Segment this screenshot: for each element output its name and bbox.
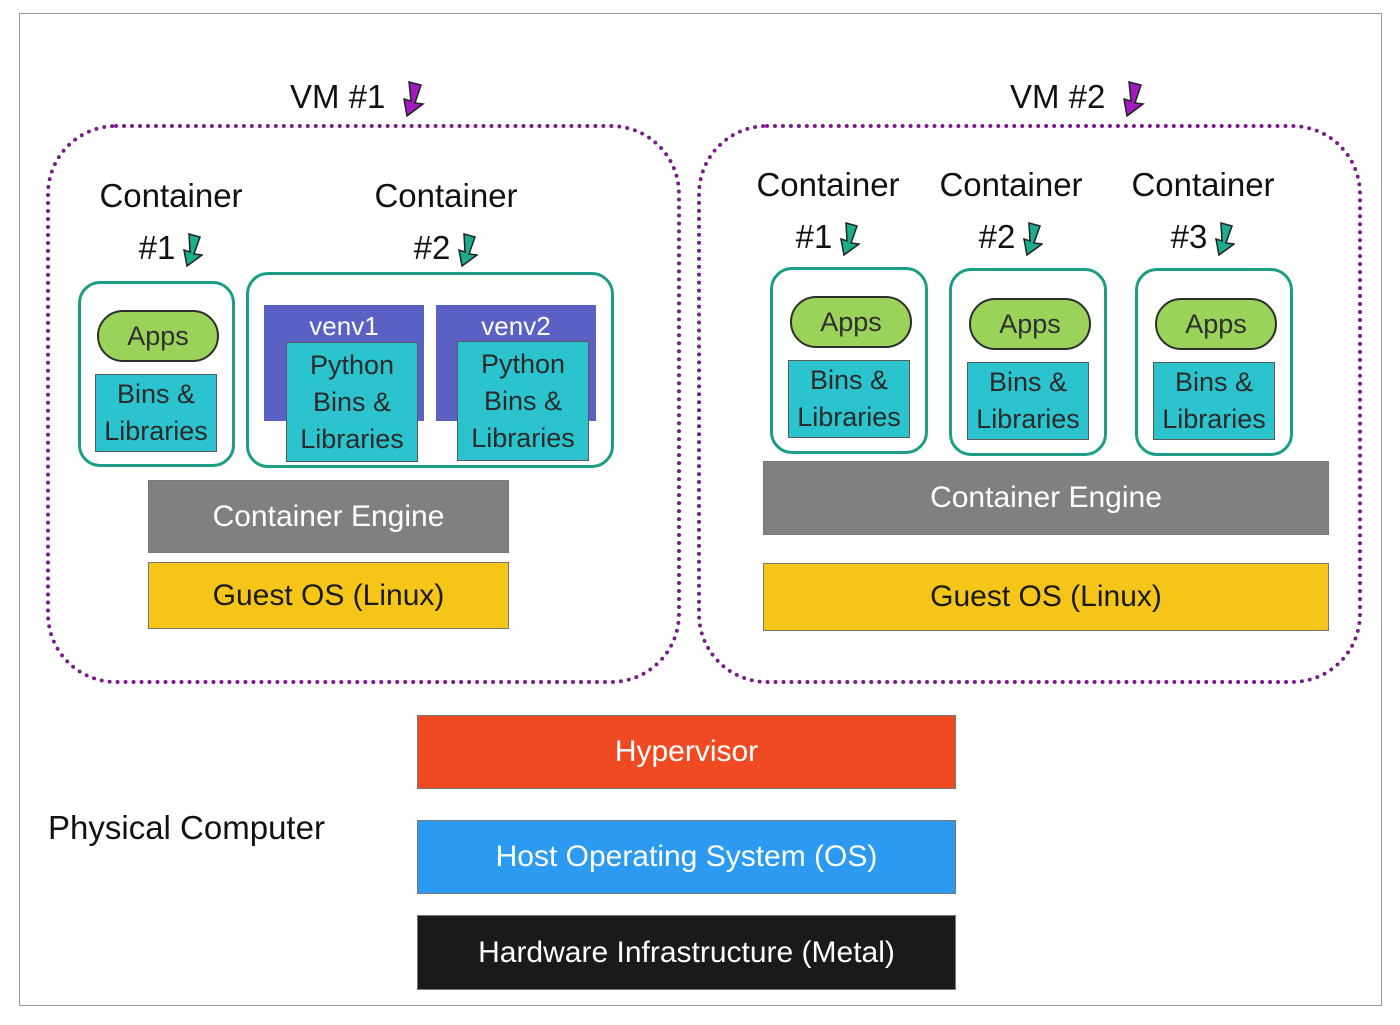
bins-line1: Bins &: [1174, 367, 1254, 397]
bins-line2: Libraries: [104, 416, 208, 446]
python-line3: Libraries: [300, 423, 404, 454]
vm1-container2-arrow-icon: [458, 233, 479, 268]
vm1-title: VM #1: [290, 78, 425, 118]
vm1-box: [46, 124, 681, 684]
vm2-c3-apps: Apps: [1155, 298, 1277, 350]
vm2-container3-word: Container: [1131, 166, 1275, 203]
vm2-container1-word: Container: [756, 166, 900, 203]
vm2-container2-num: #2: [978, 218, 1016, 255]
vm1-venv2-python-bins: Python Bins & Libraries: [457, 341, 589, 461]
vm2-container3-label: Container #3: [1117, 159, 1289, 263]
vm2-c1-apps: Apps: [790, 296, 912, 348]
diagram-frame: [19, 13, 1382, 1006]
physical-computer-label: Physical Computer: [48, 809, 325, 846]
vm2-container1-box: Apps Bins & Libraries: [770, 267, 928, 454]
python-line3: Libraries: [471, 422, 575, 453]
vm2-c3-bins-libraries: Bins & Libraries: [1153, 362, 1275, 440]
bins-line1: Bins &: [116, 379, 196, 409]
vm2-container3-box: Apps Bins & Libraries: [1135, 268, 1293, 456]
venv2-label: venv2: [481, 311, 551, 341]
vm1-container2-word: Container: [374, 177, 518, 214]
vm1-container-engine: Container Engine: [148, 480, 509, 553]
vm2-container1-num: #1: [795, 218, 833, 255]
vm2-c2-apps: Apps: [969, 298, 1091, 350]
hardware-layer: Hardware Infrastructure (Metal): [417, 915, 956, 990]
hypervisor-layer: Hypervisor: [417, 715, 956, 789]
vm2-container3-arrow-icon: [1215, 222, 1236, 257]
vm1-guest-os: Guest OS (Linux): [148, 562, 509, 629]
vm1-c1-apps: Apps: [97, 310, 219, 362]
python-line1: Python: [309, 349, 395, 380]
vm1-container2-label: Container #2: [360, 170, 532, 274]
vm2-container2-word: Container: [939, 166, 1083, 203]
python-line1: Python: [480, 348, 566, 379]
vm2-arrow-icon: [1122, 81, 1145, 118]
vm2-container3-num: #3: [1170, 218, 1208, 255]
python-line2: Bins &: [312, 386, 392, 417]
vm2-container-engine: Container Engine: [763, 461, 1329, 535]
vm1-container1-box: Apps Bins & Libraries: [78, 281, 235, 467]
vm2-guest-os: Guest OS (Linux): [763, 563, 1329, 631]
vm1-c1-bins-libraries: Bins & Libraries: [95, 374, 217, 452]
bins-line2: Libraries: [976, 404, 1080, 434]
vm2-c2-bins-libraries: Bins & Libraries: [967, 362, 1089, 440]
venv1-label: venv1: [309, 311, 379, 341]
bins-line1: Bins &: [809, 365, 889, 395]
bins-line2: Libraries: [797, 402, 901, 432]
vm1-venv1-python-bins: Python Bins & Libraries: [286, 342, 418, 462]
vm1-arrow-icon: [402, 81, 425, 118]
python-line2: Bins &: [483, 385, 563, 416]
vm1-container1-num: #1: [138, 229, 176, 266]
host-os-layer: Host Operating System (OS): [417, 820, 956, 894]
vm2-box: [697, 124, 1362, 684]
vm2-container2-label: Container #2: [925, 159, 1097, 263]
vm2-container2-arrow-icon: [1023, 222, 1044, 257]
vm1-container2-num: #2: [413, 229, 451, 266]
vm2-container1-arrow-icon: [840, 222, 861, 257]
bins-line2: Libraries: [1162, 404, 1266, 434]
vm2-container2-box: Apps Bins & Libraries: [949, 268, 1107, 456]
vm2-container1-label: Container #1: [742, 159, 914, 263]
vm2-title: VM #2: [1010, 78, 1145, 118]
vm2-c1-bins-libraries: Bins & Libraries: [788, 360, 910, 438]
vm1-container1-label: Container #1: [85, 170, 257, 274]
vm1-container1-arrow-icon: [183, 233, 204, 268]
bins-line1: Bins &: [988, 367, 1068, 397]
vm2-title-text: VM #2: [1010, 78, 1106, 115]
vm1-container1-word: Container: [99, 177, 243, 214]
vm1-container2-box: venv1 Python Bins & Libraries venv2 Pyth…: [246, 272, 614, 468]
vm1-title-text: VM #1: [290, 78, 386, 115]
